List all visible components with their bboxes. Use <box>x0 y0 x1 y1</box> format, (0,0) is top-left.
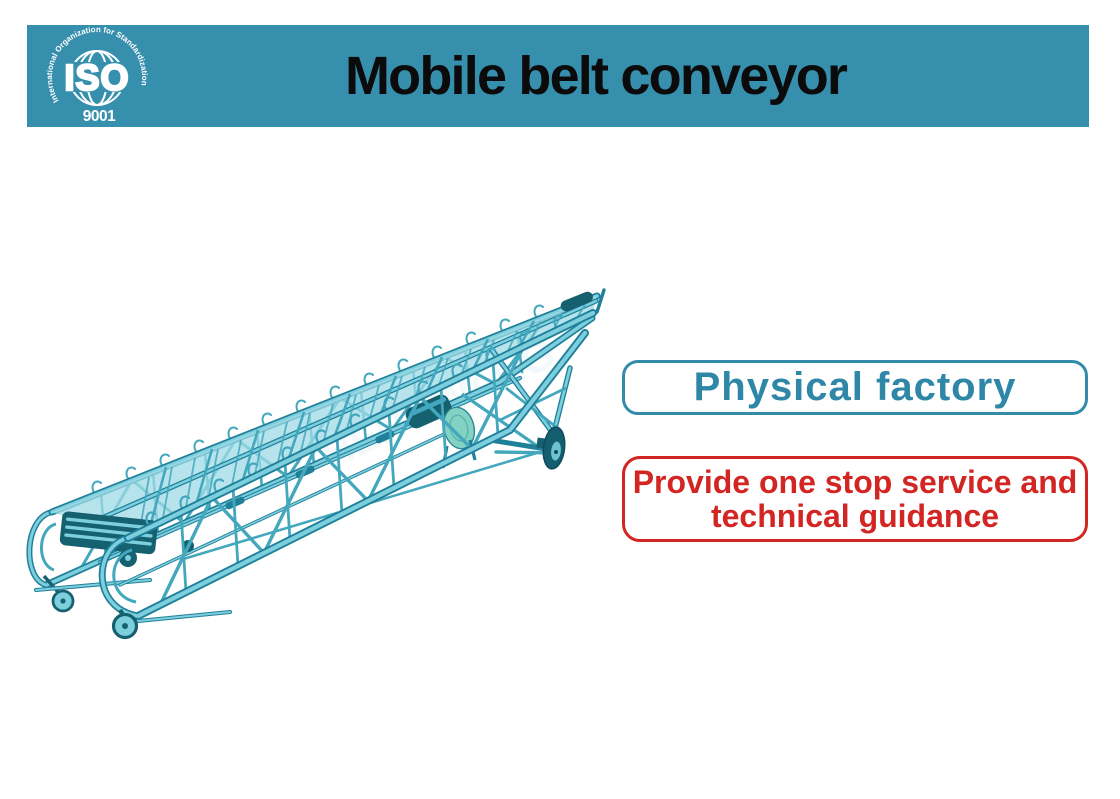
svg-text:9001: 9001 <box>83 108 116 125</box>
svg-text:ISO: ISO <box>64 57 129 98</box>
